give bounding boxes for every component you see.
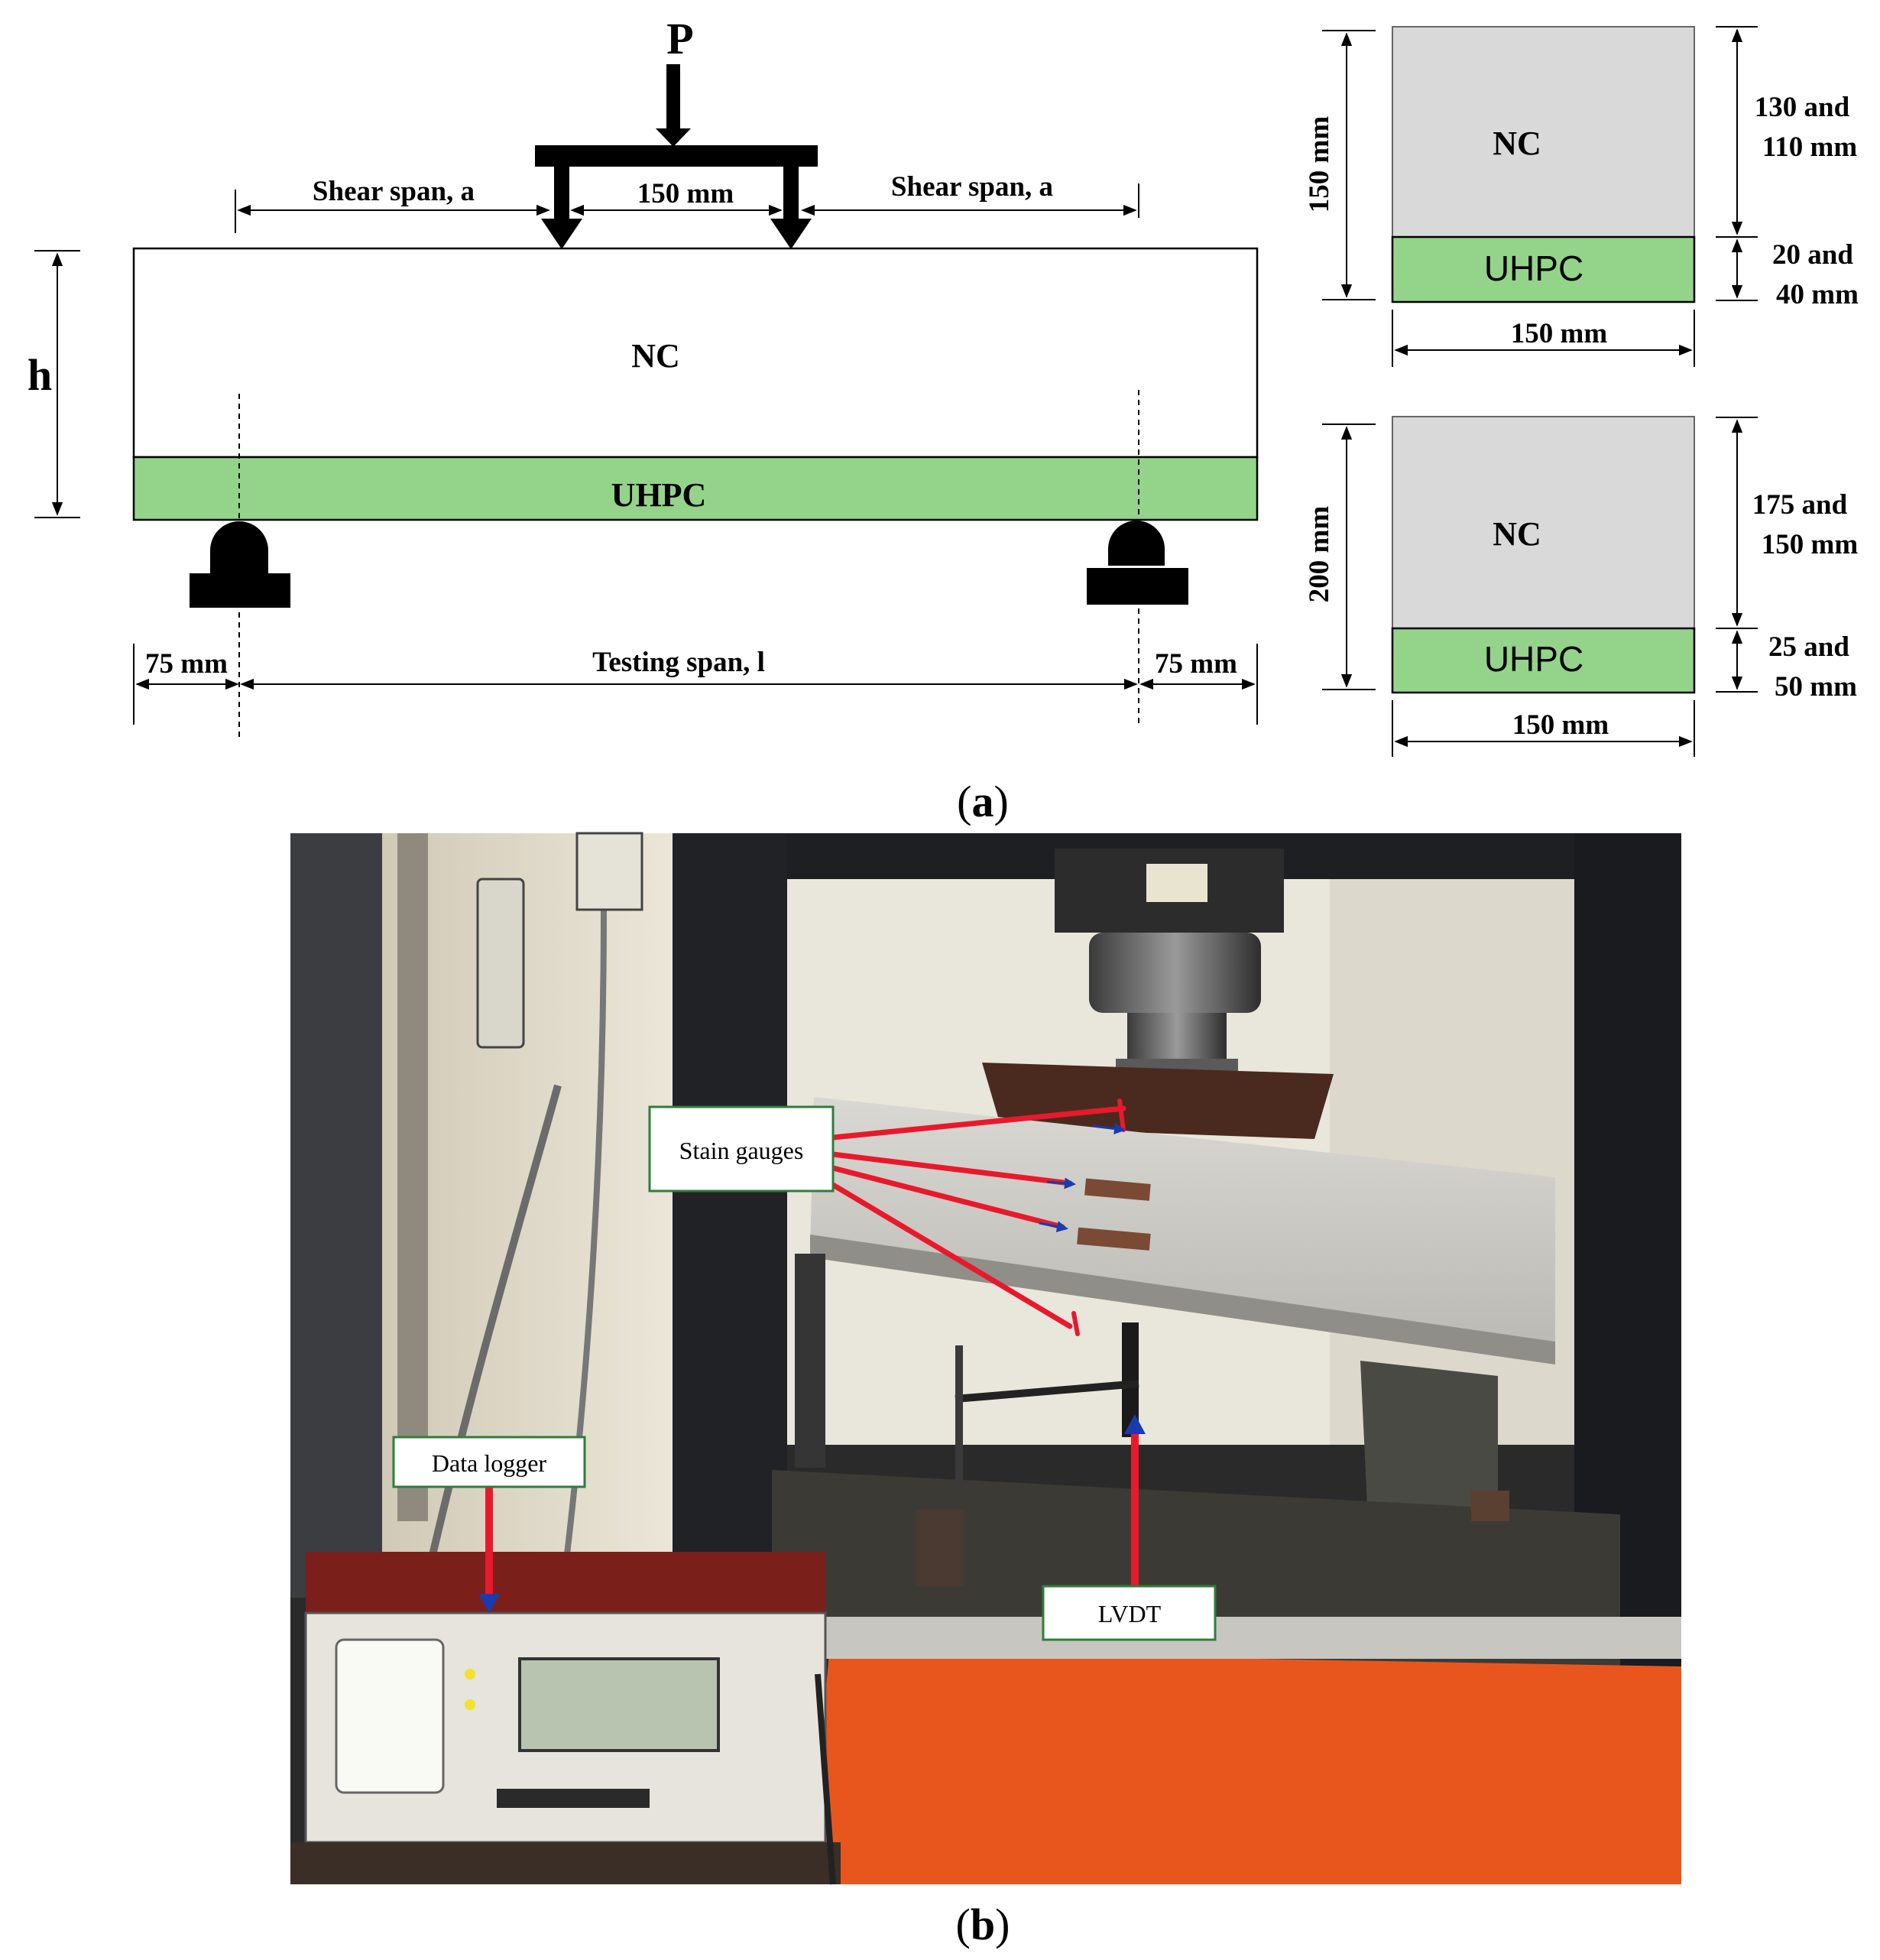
section2-uhpc <box>1391 627 1696 694</box>
shear-span-right-label: Shear span, a <box>891 171 1053 203</box>
section1-nc-label: NC <box>1493 125 1541 162</box>
beam-nc-region <box>132 247 1259 459</box>
beam-uhpc-label: UHPC <box>611 476 707 514</box>
section1-width-dim <box>1392 310 1695 367</box>
photo-support-stand <box>1360 1361 1498 1537</box>
lvdt-callout: LVDT <box>1042 1585 1217 1641</box>
section2-uhpc-dim-line1: 25 and <box>1768 631 1849 663</box>
section2-total-height-dim <box>1322 423 1376 690</box>
shear-span-left-label: Shear span, a <box>313 176 475 207</box>
section1-width-label: 150 mm <box>1511 318 1608 349</box>
overhang-left-label: 75 mm <box>145 648 228 680</box>
logger-pointer <box>478 1483 500 1613</box>
photo-orange-table <box>810 1651 1681 1884</box>
section1-layer-dims <box>1716 26 1758 301</box>
spreader-beam <box>535 145 818 249</box>
strain-gauges-label: Stain gauges <box>679 1137 804 1164</box>
section2-layer-dims <box>1716 417 1758 693</box>
section1-nc-dim-line1: 130 and <box>1755 92 1850 123</box>
section2-width-label: 150 mm <box>1512 709 1609 741</box>
photo-concrete-beam <box>810 1097 1555 1361</box>
section1-uhpc-dim-line2: 40 mm <box>1776 279 1859 310</box>
section2-uhpc-dim-line2: 50 mm <box>1775 671 1857 703</box>
caption-a: (a) <box>957 777 1009 826</box>
section1-total-height-label: 150 mm <box>1304 116 1335 213</box>
span-dimension-row <box>133 644 1258 725</box>
section1-nc <box>1392 26 1695 238</box>
shear-span-left-dimension <box>235 190 550 233</box>
height-dimension <box>34 250 80 518</box>
section2-nc-dim-line2: 150 mm <box>1762 529 1859 560</box>
section2-uhpc-label: UHPC <box>1484 639 1583 679</box>
caption-b: (b) <box>956 1900 1010 1949</box>
load-arrow <box>656 64 691 147</box>
lvdt-label: LVDT <box>1098 1600 1162 1627</box>
support-left <box>190 521 290 608</box>
photo-machine-frame-left <box>673 833 787 1613</box>
beam-nc-label: NC <box>631 337 680 375</box>
section1-total-height-dim <box>1322 30 1376 300</box>
shear-span-right-dimension <box>801 183 1139 218</box>
strain-gauges-callout: Stain gauges <box>648 1105 835 1193</box>
lvdt-pointer <box>1124 1414 1146 1586</box>
section2-nc-label: NC <box>1493 515 1541 553</box>
data-logger-callout: Data logger <box>392 1436 586 1488</box>
data-logger-label: Data logger <box>432 1449 547 1477</box>
beam-uhpc-layer <box>132 456 1259 521</box>
section1-nc-dim-line2: 110 mm <box>1762 131 1858 163</box>
height-label: h <box>28 350 52 400</box>
strain-gauge-pointers <box>830 1098 1126 1336</box>
section1-uhpc <box>1391 235 1696 303</box>
cross-section-200: NC UHPC 200 mm 175 and 150 mm 25 and 50 … <box>1304 416 1859 757</box>
strain-gauge-pointer-tips <box>1039 1123 1126 1233</box>
photo-lvdt <box>1122 1322 1139 1437</box>
cross-section-150: NC UHPC 150 mm 130 and 110 mm 20 and 40 … <box>1304 26 1859 367</box>
panel-a-beam-elevation: P Shear span, a 150 mm Shear span, a <box>28 14 1259 741</box>
load-label: P <box>666 14 693 63</box>
section2-nc <box>1392 416 1695 629</box>
photo-data-logger <box>290 1552 841 1884</box>
testing-span-label: Testing span, l <box>592 647 765 678</box>
panel-b-test-photo <box>290 832 1681 1885</box>
section2-nc-dim-line1: 175 and <box>1752 489 1848 521</box>
photo-spreader-plate <box>982 1063 1334 1139</box>
section1-uhpc-label: UHPC <box>1484 248 1583 288</box>
section2-width-dim <box>1392 700 1695 757</box>
section2-total-height-label: 200 mm <box>1304 506 1335 603</box>
section1-uhpc-dim-line1: 20 and <box>1772 239 1853 271</box>
load-spacing-label: 150 mm <box>637 178 734 209</box>
overhang-right-label: 75 mm <box>1155 648 1237 680</box>
support-right <box>1087 521 1188 605</box>
